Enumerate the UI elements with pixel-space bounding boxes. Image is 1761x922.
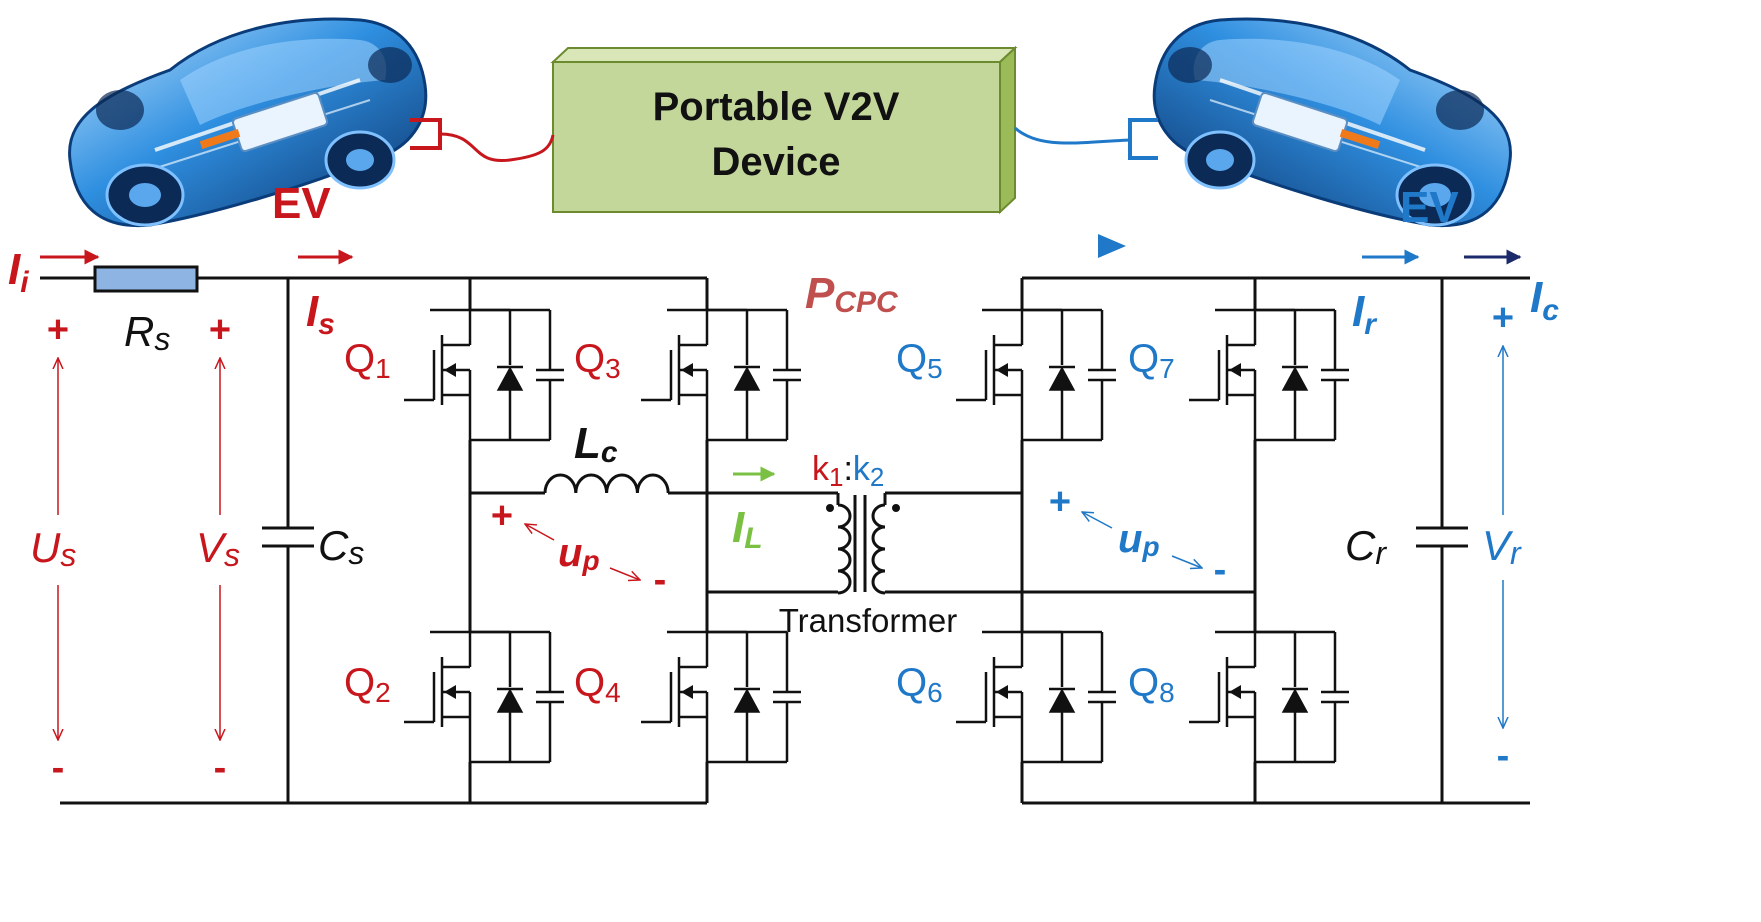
switch-q8-label: Q8 [1128,661,1175,708]
switch-q4-label: Q4 [574,661,621,708]
power-flow-arrowhead [1098,234,1126,258]
label-il: IL [732,503,763,555]
capacitor-cs [262,278,314,803]
svg-text:+: + [1492,297,1514,339]
device-title-line2: Device [712,140,841,184]
label-ir: Ir [1352,287,1378,341]
label-lc: Lc [574,419,618,469]
svg-text:+: + [47,309,69,351]
inductor-lc [543,473,670,494]
switch-q8-symbol [1187,605,1351,764]
label-pcpc: PCPC [805,269,899,319]
left-bridge-wiring [468,278,838,803]
switch-q5-label: Q5 [896,337,943,384]
voltage-vs: + Vs - [196,309,240,789]
switch-q3-symbol [639,283,803,442]
svg-text:+: + [209,309,231,351]
svg-text:Us: Us [30,524,76,573]
svg-text:-: - [654,559,667,601]
svg-text:+: + [491,495,513,537]
right-ev-label: EV [1400,183,1459,232]
transformer-ratio: k1:k2 [812,450,884,492]
switch-q6-symbol [954,605,1118,764]
left-ev-car-icon [67,17,428,228]
svg-text:up: up [558,531,600,576]
svg-text:Vs: Vs [196,524,240,573]
resistor-rs [93,265,199,293]
right-charging-cable [1014,118,1158,160]
transformer-label: Transformer [779,602,957,639]
voltage-up-left: + up - [491,495,666,601]
svg-text:-: - [1214,549,1227,591]
svg-text:-: - [214,747,227,789]
left-ev-label: EV [272,179,331,228]
label-ii: Ii [8,245,29,299]
switch-q2-label: Q2 [344,661,391,708]
device-title-line1: Portable V2V [653,85,900,129]
label-cs: Cs [318,522,364,571]
svg-text:Vr: Vr [1482,522,1522,571]
label-rs: Rs [124,308,170,357]
portable-v2v-device: Portable V2V Device [550,45,1018,215]
switch-q3-label: Q3 [574,337,621,384]
left-charging-cable [410,118,555,163]
svg-text:+: + [1049,481,1071,523]
label-is: Is [306,287,335,341]
switch-q7-symbol [1187,283,1351,442]
svg-text:-: - [1497,735,1510,777]
label-cr: Cr [1345,522,1387,571]
switch-q5-symbol [954,283,1118,442]
switch-q6-label: Q6 [896,661,943,708]
voltage-us: + Us - [30,309,76,789]
label-ic: Ic [1530,273,1559,327]
switch-q2-symbol [402,605,566,764]
capacitor-cr [1416,278,1468,803]
svg-text:up: up [1118,517,1160,562]
switch-q7-label: Q7 [1128,337,1175,384]
transformer [826,493,900,595]
switch-q1-symbol [402,283,566,442]
svg-text:-: - [52,747,65,789]
voltage-vr: + Vr - [1482,297,1522,777]
switch-q4-symbol [639,605,803,764]
switch-q1-label: Q1 [344,337,391,384]
voltage-up-right: + up - [1049,481,1226,591]
